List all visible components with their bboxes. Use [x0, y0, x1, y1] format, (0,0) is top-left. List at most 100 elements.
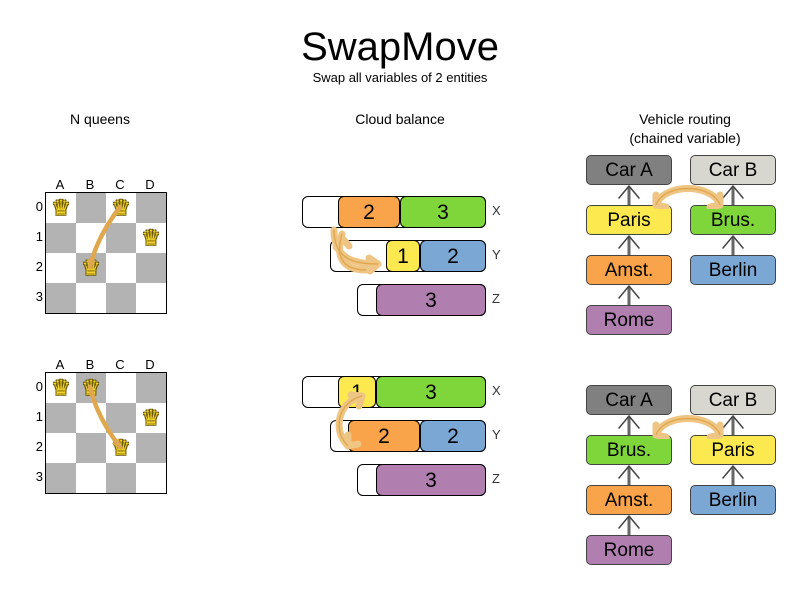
- vehicle-chain-edge: [690, 415, 776, 435]
- chess-cell[interactable]: [46, 373, 76, 403]
- cloud-row-z-after[interactable]: 3: [357, 464, 486, 496]
- vehicle-b-header[interactable]: Car B: [690, 385, 776, 415]
- chess-cell[interactable]: [46, 283, 76, 313]
- vehicle-b-header[interactable]: Car B: [690, 155, 776, 185]
- cloud-computer-label-y-before: Y: [492, 247, 501, 262]
- chain-arrow-icon: [722, 235, 744, 255]
- rank-label-1: 1: [35, 409, 43, 424]
- chess-cell[interactable]: [106, 223, 136, 253]
- chess-cell[interactable]: [106, 373, 136, 403]
- vehicle-chain-edge: [586, 515, 672, 535]
- rank-label-0: 0: [35, 379, 43, 394]
- chess-cell[interactable]: [106, 283, 136, 313]
- vehicle-a-header[interactable]: Car A: [586, 385, 672, 415]
- chess-cell[interactable]: [136, 223, 166, 253]
- chess-cell[interactable]: [76, 193, 106, 223]
- chess-cell[interactable]: [136, 373, 166, 403]
- chess-cell[interactable]: [46, 463, 76, 493]
- vehicle-a-stop-amst[interactable]: Amst.: [586, 485, 672, 515]
- cloud-process-green[interactable]: 3: [376, 376, 486, 408]
- cloud-process-yellow[interactable]: 1: [386, 240, 420, 272]
- vehicle-heading-line1: Vehicle routing: [639, 111, 731, 127]
- chess-cell[interactable]: [76, 223, 106, 253]
- chess-cell[interactable]: [136, 193, 166, 223]
- chess-cell[interactable]: [106, 433, 136, 463]
- chain-arrow-icon: [618, 465, 640, 485]
- chess-cell[interactable]: [136, 463, 166, 493]
- chessboard-before[interactable]: ♛♛♛♛: [45, 192, 167, 314]
- file-label-a: A: [55, 357, 65, 372]
- chess-cell[interactable]: [136, 283, 166, 313]
- chess-cell[interactable]: [106, 403, 136, 433]
- vehicle-chain-edge: [690, 465, 776, 485]
- vehicle-b-stop-berlin[interactable]: Berlin: [690, 485, 776, 515]
- chess-cell[interactable]: [136, 403, 166, 433]
- vehicle-b-stop-berlin[interactable]: Berlin: [690, 255, 776, 285]
- vehicle-b-stop-paris[interactable]: Paris: [690, 435, 776, 465]
- chain-arrow-icon: [618, 515, 640, 535]
- vehicle-chain-edge: [586, 415, 672, 435]
- chain-arrow-icon: [722, 465, 744, 485]
- chess-cell[interactable]: [76, 373, 106, 403]
- chess-cell[interactable]: [46, 433, 76, 463]
- vehicle-chain-edge: [586, 185, 672, 205]
- chess-cell[interactable]: [76, 253, 106, 283]
- chessboard-after[interactable]: ♛♛♛♛: [45, 372, 167, 494]
- vehicle-a-header[interactable]: Car A: [586, 155, 672, 185]
- rank-label-2: 2: [35, 259, 43, 274]
- cloud-computer-label-x-before: X: [492, 203, 501, 218]
- chain-arrow-icon: [722, 185, 744, 205]
- cloud-computer-label-z-after: Z: [492, 471, 500, 486]
- chess-cell[interactable]: [76, 283, 106, 313]
- vehicle-a-stop-rome[interactable]: Rome: [586, 305, 672, 335]
- cloud-computer-label-y-after: Y: [492, 427, 501, 442]
- cloud-process-purple[interactable]: 3: [376, 284, 486, 316]
- chess-cell[interactable]: [76, 463, 106, 493]
- cloud-process-yellow[interactable]: 1: [338, 376, 376, 408]
- cloud-process-orange[interactable]: 2: [348, 420, 420, 452]
- vehicle-a-stop-paris[interactable]: Paris: [586, 205, 672, 235]
- vehicle-chain-edge: [690, 185, 776, 205]
- chess-cell[interactable]: [136, 433, 166, 463]
- vehicle-a-stop-amst[interactable]: Amst.: [586, 255, 672, 285]
- section-heading-vehicle-routing: Vehicle routing (chained variable): [600, 110, 770, 148]
- cloud-process-purple[interactable]: 3: [376, 464, 486, 496]
- rank-label-3: 3: [35, 289, 43, 304]
- page-subtitle: Swap all variables of 2 entities: [312, 70, 488, 85]
- chain-arrow-icon: [618, 235, 640, 255]
- file-label-b: B: [85, 177, 95, 192]
- chess-cell[interactable]: [76, 403, 106, 433]
- chess-cell[interactable]: [76, 433, 106, 463]
- chess-cell[interactable]: [136, 253, 166, 283]
- cloud-row-z-before[interactable]: 3: [357, 284, 486, 316]
- cloud-computer-label-z-before: Z: [492, 291, 500, 306]
- vehicle-a-stop-brus[interactable]: Brus.: [586, 435, 672, 465]
- vehicle-b-stop-brus[interactable]: Brus.: [690, 205, 776, 235]
- chess-cell[interactable]: [46, 223, 76, 253]
- cloud-process-orange[interactable]: 2: [338, 196, 400, 228]
- chess-cell[interactable]: [106, 253, 136, 283]
- cloud-process-blue[interactable]: 2: [420, 240, 486, 272]
- chess-cell[interactable]: [46, 193, 76, 223]
- chess-cell[interactable]: [46, 253, 76, 283]
- cloud-process-blue[interactable]: 2: [420, 420, 486, 452]
- rank-label-3: 3: [35, 469, 43, 484]
- chess-cell[interactable]: [106, 193, 136, 223]
- chess-cell[interactable]: [106, 463, 136, 493]
- vehicle-a-stop-rome[interactable]: Rome: [586, 535, 672, 565]
- vehicle-chain-edge: [586, 235, 672, 255]
- cloud-process-green[interactable]: 3: [400, 196, 486, 228]
- file-label-b: B: [85, 357, 95, 372]
- cloud-computer-label-x-after: X: [492, 383, 501, 398]
- chess-cell[interactable]: [46, 403, 76, 433]
